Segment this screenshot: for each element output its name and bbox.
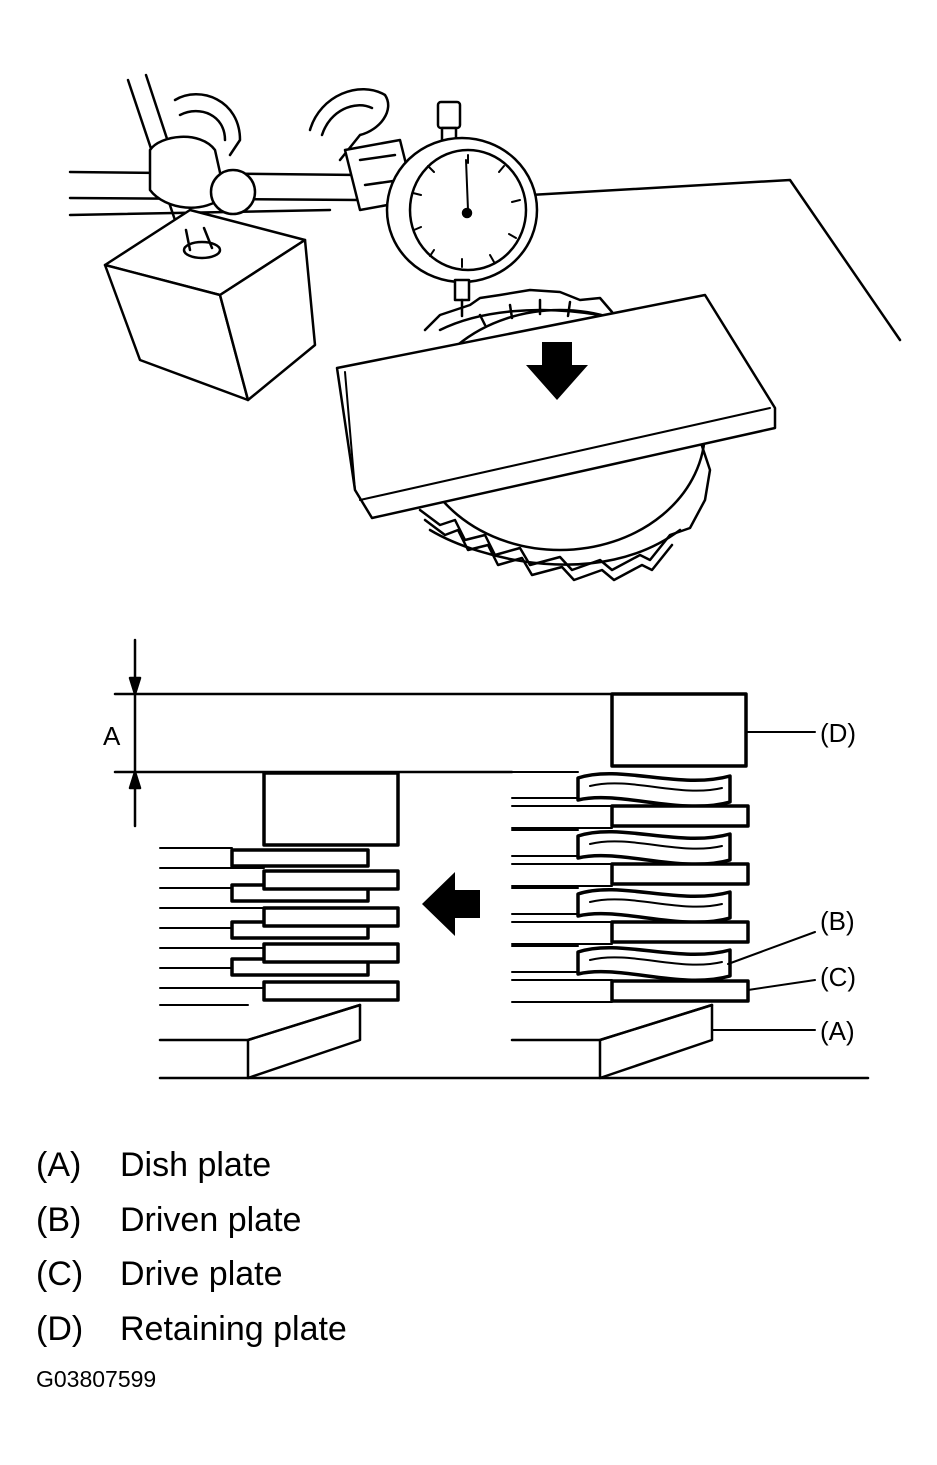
legend-text: Driven plate xyxy=(120,1200,302,1239)
press-down-arrow xyxy=(526,342,588,400)
legend-item: (B) Driven plate xyxy=(36,1193,347,1248)
legend-key: (D) xyxy=(36,1309,84,1348)
magnetic-base xyxy=(103,208,317,402)
dish-plate-left xyxy=(158,1003,362,1080)
right-drive-plates xyxy=(610,804,750,1003)
dial-ticks xyxy=(412,154,521,268)
dial-needle xyxy=(465,159,469,211)
left-plate-lines xyxy=(159,847,265,1006)
left-stack-compressed xyxy=(158,771,400,1080)
callout-leaders xyxy=(711,731,816,1031)
dish-plate-right xyxy=(510,1003,714,1080)
legend-item: (D) Retaining plate xyxy=(36,1302,347,1357)
dimension-a-label: A xyxy=(103,721,121,751)
legend-key: (B) xyxy=(36,1200,82,1239)
legend-text: Drive plate xyxy=(120,1255,283,1293)
compress-left-arrow xyxy=(422,872,480,936)
retaining-plate-left xyxy=(262,771,400,847)
right-plate-lines xyxy=(511,771,613,1003)
legend-item: (A) Dish plate xyxy=(36,1138,347,1193)
legend-text: Dish plate xyxy=(120,1146,272,1184)
cross-section-diagram: A xyxy=(103,638,870,1080)
dial-gauge-measurement-illustration xyxy=(68,73,902,582)
callout-d: (D) xyxy=(820,718,856,748)
retaining-plate-right xyxy=(610,692,748,768)
callout-c: (C) xyxy=(820,962,856,992)
legend: (A) Dish plate (B) Driven plate (C) Driv… xyxy=(36,1138,347,1356)
right-driven-plates-wavy xyxy=(576,771,732,982)
legend-key: (C) xyxy=(36,1255,84,1293)
legend-text: Retaining plate xyxy=(120,1309,347,1348)
dial-gauge xyxy=(385,100,539,318)
legend-key: (A) xyxy=(36,1146,82,1184)
callout-a: (A) xyxy=(820,1016,855,1046)
rod-clamp xyxy=(148,93,257,216)
clutch-clearance-figure: A xyxy=(68,73,902,1080)
figure-id: G03807599 xyxy=(36,1366,157,1392)
right-stack-free xyxy=(510,692,750,1080)
legend-item: (C) Drive plate xyxy=(36,1247,347,1302)
callout-b: (B) xyxy=(820,906,855,936)
left-drive-plates xyxy=(262,869,400,1002)
